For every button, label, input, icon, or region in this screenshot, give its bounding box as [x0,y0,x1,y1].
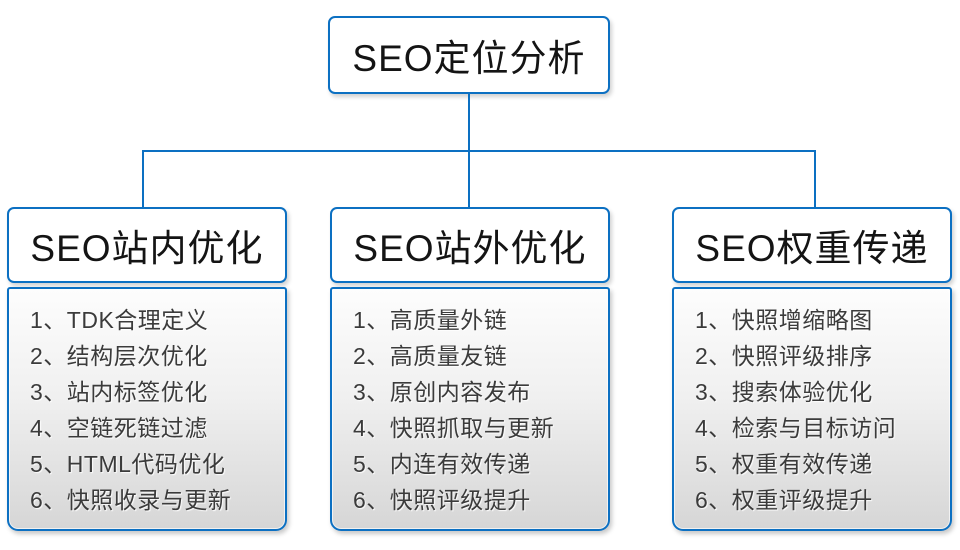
connector-left-vertical [142,150,144,207]
root-node: SEO定位分析 [328,16,610,94]
connector-root-vertical [468,94,470,152]
branch-header-weight: SEO权重传递 [672,207,952,283]
list-item: 1、快照增缩略图 [695,307,873,333]
list-item: 4、空链死链过滤 [30,415,208,441]
list-item: 2、快照评级排序 [695,343,873,369]
list-item: 3、搜索体验优化 [695,379,873,405]
branch-title: SEO站外优化 [353,228,587,269]
list-item: 3、原创内容发布 [353,379,531,405]
list-item: 1、TDK合理定义 [30,307,209,333]
branch-title: SEO权重传递 [695,228,929,269]
list-item: 6、权重评级提升 [695,487,873,513]
branch-title: SEO站内优化 [30,228,264,269]
branch-header-offsite: SEO站外优化 [330,207,610,283]
list-item: 2、结构层次优化 [30,343,208,369]
list-item: 4、检索与目标访问 [695,415,897,441]
list-item: 2、高质量友链 [353,343,508,369]
list-item: 5、权重有效传递 [695,451,873,477]
branch-list-offsite: 1、高质量外链 2、高质量友链 3、原创内容发布 4、快照抓取与更新 5、内连有… [330,287,610,531]
list-item: 1、高质量外链 [353,307,508,333]
connector-right-vertical [814,150,816,207]
list-item: 6、快照评级提升 [353,487,531,513]
branch-list-onsite: 1、TDK合理定义 2、结构层次优化 3、站内标签优化 4、空链死链过滤 5、H… [7,287,287,531]
connector-horizontal-bar [142,150,816,152]
list-item: 5、HTML代码优化 [30,451,226,477]
connector-middle-vertical [468,150,470,207]
branch-list-weight: 1、快照增缩略图 2、快照评级排序 3、搜索体验优化 4、检索与目标访问 5、权… [672,287,952,531]
list-item: 6、快照收录与更新 [30,487,232,513]
branch-header-onsite: SEO站内优化 [7,207,287,283]
list-item: 3、站内标签优化 [30,379,208,405]
root-title: SEO定位分析 [352,38,586,79]
list-item: 5、内连有效传递 [353,451,531,477]
list-item: 4、快照抓取与更新 [353,415,555,441]
